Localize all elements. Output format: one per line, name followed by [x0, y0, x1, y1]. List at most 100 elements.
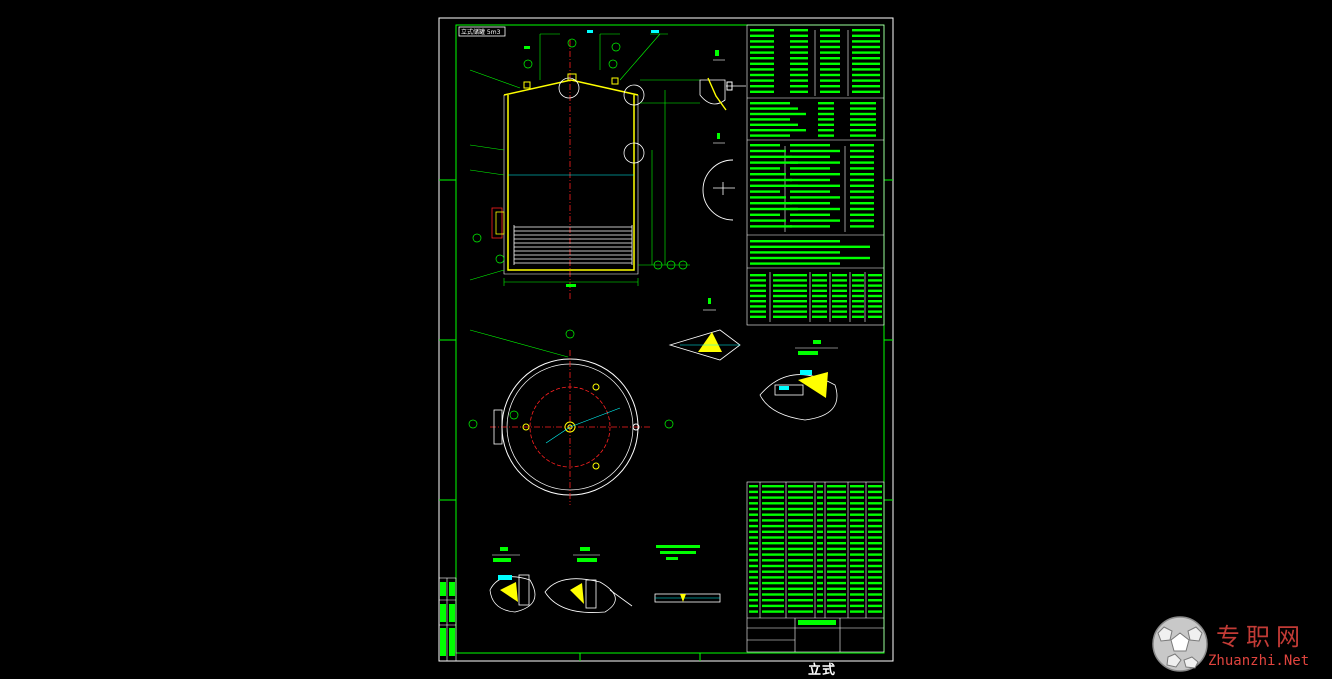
table-cell-mark [868, 564, 882, 568]
table-cell-mark [750, 305, 766, 308]
table-cell-mark [868, 581, 882, 585]
table-cell-mark [852, 315, 864, 318]
table-cell-mark [750, 196, 786, 199]
table-cell-mark [750, 294, 766, 298]
table-cell-mark [818, 107, 834, 110]
table-cell-mark [868, 305, 882, 308]
table-cell-mark [868, 289, 882, 292]
table-cell-mark [750, 279, 766, 282]
table-cell-mark [868, 587, 882, 590]
table-cell-mark [850, 485, 864, 488]
table-cell-mark [750, 240, 840, 243]
table-cell-mark [850, 213, 874, 216]
table-cell-mark [750, 29, 774, 32]
table-cell-mark [788, 604, 813, 608]
table-cell-mark [790, 85, 808, 88]
table-cell-mark [817, 496, 823, 499]
watermark-en: Zhuanzhi.Net [1208, 653, 1310, 669]
table-cell-mark [762, 564, 784, 568]
table-cell-mark [750, 68, 774, 71]
table-cell-mark [827, 587, 846, 590]
table-cell-mark [790, 167, 830, 170]
table-cell-mark [827, 490, 846, 494]
table-cell-mark [820, 85, 840, 88]
table-cell-mark [818, 118, 834, 121]
table-cell-mark [790, 29, 808, 32]
soccer-ball-icon [1152, 616, 1208, 672]
table-cell-mark [749, 587, 758, 590]
table-cell-mark [850, 490, 864, 494]
table-cell-mark [868, 519, 882, 522]
table-cell-mark [788, 496, 813, 499]
table-cell-mark [817, 553, 823, 556]
detail-VI [544, 547, 633, 613]
table-cell-mark [750, 85, 774, 88]
table-cell-mark [750, 202, 792, 205]
table-cell-mark [749, 570, 758, 573]
table-cell-mark [850, 593, 864, 596]
table-cell-mark [749, 513, 758, 516]
table-cell-mark [850, 610, 864, 613]
design-data-rows [750, 29, 882, 318]
table-cell-mark [827, 581, 846, 585]
table-cell-mark [820, 40, 840, 43]
table-cell-mark [750, 144, 780, 147]
table-cell-mark [762, 570, 784, 573]
table-cell-mark [788, 564, 813, 568]
detail-III [668, 298, 741, 361]
detail-II [702, 133, 735, 221]
table-cell-mark [868, 536, 882, 539]
table-cell-mark [750, 315, 766, 318]
table-cell-mark [832, 279, 847, 282]
table-cell-mark [868, 310, 882, 313]
table-cell-mark [762, 581, 784, 585]
table-cell-mark [850, 587, 864, 590]
table-cell-mark [850, 112, 876, 116]
table-cell-mark [788, 559, 813, 562]
table-cell-mark [868, 576, 882, 579]
table-cell-mark [868, 513, 882, 516]
table-cell-mark [850, 519, 864, 522]
table-cell-mark [850, 123, 876, 126]
table-cell-mark [790, 40, 808, 43]
table-cell-mark [749, 502, 758, 505]
table-cell-mark [832, 274, 847, 277]
table-cell-mark [818, 123, 834, 126]
table-cell-mark [749, 490, 758, 494]
table-cell-mark [790, 90, 808, 93]
table-cell-mark [750, 149, 786, 153]
table-cell-mark [750, 274, 766, 277]
table-cell-mark [850, 178, 874, 182]
table-cell-mark [762, 559, 784, 562]
watermark-cn: 专职网 [1216, 623, 1306, 651]
table-cell-mark [749, 599, 758, 602]
table-cell-mark [852, 294, 864, 298]
table-cell-mark [788, 599, 813, 602]
table-cell-mark [790, 184, 840, 187]
table-cell-mark [750, 102, 790, 105]
table-cell-mark [850, 507, 864, 511]
table-cell-mark [827, 542, 846, 545]
table-cell-mark [820, 29, 840, 32]
table-cell-mark [749, 576, 758, 579]
table-cell-mark [827, 536, 846, 539]
parts-list-rows [749, 485, 882, 613]
table-cell-mark [749, 524, 758, 528]
table-cell-mark [749, 530, 758, 533]
table-cell-mark [749, 593, 758, 596]
table-cell-mark [750, 289, 766, 292]
table-cell-mark [827, 593, 846, 596]
table-cell-mark [820, 73, 840, 77]
table-cell-mark [820, 62, 840, 65]
table-cell-mark [850, 190, 874, 193]
table-cell-mark [790, 144, 830, 147]
table-cell-mark [788, 570, 813, 573]
table-cell-mark [852, 274, 864, 277]
table-cell-mark [850, 129, 876, 132]
table-cell-mark [852, 29, 880, 32]
table-cell-mark [762, 496, 784, 499]
table-cell-mark [750, 90, 774, 93]
table-cell-mark [750, 219, 786, 222]
table-cell-mark [750, 256, 870, 260]
vessel-elevation [469, 30, 700, 300]
